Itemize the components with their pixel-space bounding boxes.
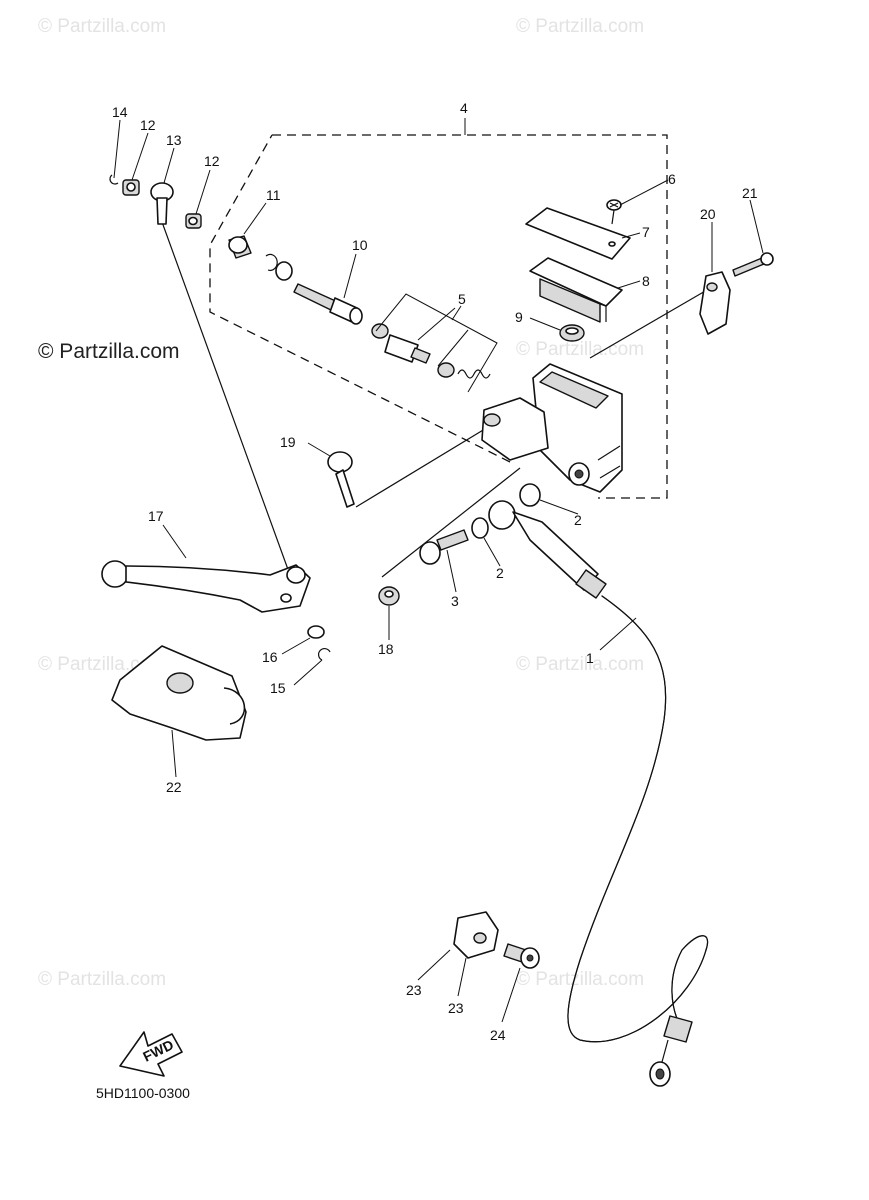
leader-lines (113, 118, 764, 1023)
callout-label: 1 (586, 650, 594, 666)
snap-ring-part (265, 253, 278, 271)
master-cylinder-body (481, 363, 623, 493)
callout-label: 6 (668, 171, 676, 187)
callout-label: 13 (166, 132, 182, 148)
callout-label: 21 (742, 185, 758, 201)
holder-bolt-part (503, 943, 540, 969)
callout-label: 4 (460, 100, 468, 116)
callout-label: 15 (270, 680, 286, 696)
callout-label: 17 (148, 508, 164, 524)
callout-label: 10 (352, 237, 368, 253)
gasket-part (471, 517, 489, 539)
nut-part (122, 179, 140, 196)
watermark-text: © Partzilla.com (516, 339, 644, 360)
callout-label: 24 (490, 1027, 506, 1043)
watermark-main: © Partzilla.com (38, 340, 180, 363)
screw-part (606, 199, 622, 225)
bolt-part (327, 451, 355, 508)
hose-holder-part (453, 911, 499, 959)
watermark-text: © Partzilla.com (516, 969, 644, 990)
callout-label: 12 (140, 117, 156, 133)
callout-label: 5 (458, 291, 466, 307)
diaphragm-part (529, 257, 623, 323)
gasket-part (519, 483, 541, 507)
brake-hose-part (488, 500, 709, 1087)
nut-part (185, 213, 202, 229)
callout-label: 7 (642, 224, 650, 240)
callout-label: 23 (448, 1000, 464, 1016)
washer-part (275, 261, 293, 281)
callout-label: 20 (700, 206, 716, 222)
reservoir-cap-part (525, 207, 631, 260)
callout-label: 9 (515, 309, 523, 325)
callout-label: 18 (378, 641, 394, 657)
callout-label: 22 (166, 779, 182, 795)
callout-label: 12 (204, 153, 220, 169)
piston-kit-bracket (375, 293, 498, 393)
callout-label: 23 (406, 982, 422, 998)
brake-lever-part (101, 560, 311, 613)
watermark-text: © Partzilla.com (38, 969, 166, 990)
callout-labels: 14 12 13 12 11 4 10 5 6 7 8 9 20 21 19 2… (112, 100, 758, 1043)
plate-part (559, 324, 585, 342)
lever-cover-part (111, 645, 247, 741)
watermark-text: © Partzilla.com (38, 16, 166, 37)
callout-label: 8 (642, 273, 650, 289)
pivot-bolt-part (150, 182, 174, 225)
push-rod-part (293, 283, 363, 325)
clamp-part (699, 271, 731, 335)
watermark-text: © Partzilla.com (516, 16, 644, 37)
callout-label: 11 (266, 187, 281, 203)
union-bolt-part (419, 529, 469, 565)
callout-label: 2 (574, 512, 582, 528)
callout-label: 2 (496, 565, 504, 581)
diagram-code: 5HD1100-0300 (96, 1085, 190, 1101)
boot-part (228, 235, 252, 259)
callout-label: 14 (112, 104, 128, 120)
clip-part (318, 648, 331, 661)
washer-part (307, 625, 325, 639)
callout-label: 19 (280, 434, 296, 450)
callout-label: 16 (262, 649, 278, 665)
center-lines (161, 221, 708, 578)
callout-label: 3 (451, 593, 459, 609)
nut-part (378, 586, 400, 606)
assembly-boundary (209, 134, 668, 499)
watermark-layer: © Partzilla.com © Partzilla.com © Partzi… (38, 16, 644, 990)
circlip-part (109, 174, 119, 185)
piston-kit-part (371, 323, 491, 379)
watermark-text: © Partzilla.com (516, 654, 644, 675)
fwd-arrow-icon: FWD (119, 1031, 183, 1077)
clamp-bolt-part (732, 252, 774, 277)
